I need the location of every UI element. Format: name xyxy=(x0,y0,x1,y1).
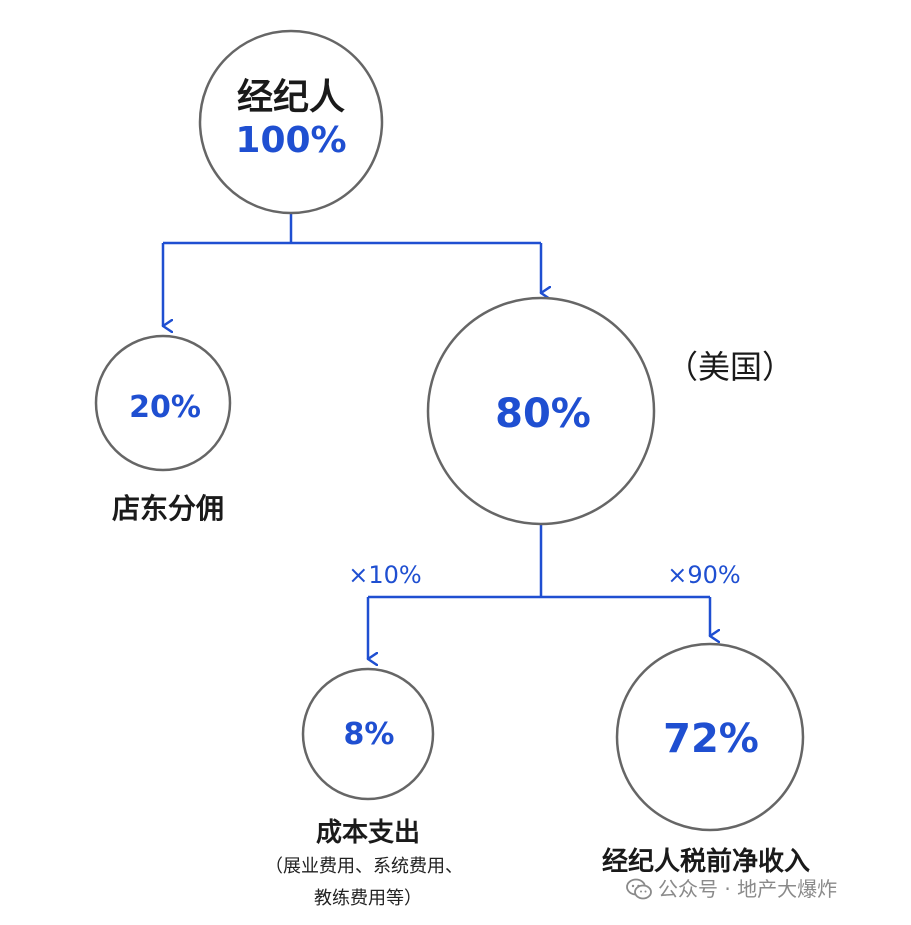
cost-detail-line1: （展业费用、系统费用、 xyxy=(265,856,463,877)
cost-caption: 成本支出 xyxy=(315,818,421,848)
cost-value: 8% xyxy=(343,717,395,752)
wechat-icon xyxy=(626,878,652,900)
cost-multiplier: ×10% xyxy=(348,561,422,589)
right-value: 80% xyxy=(495,391,591,437)
left-value: 20% xyxy=(129,390,201,425)
net-caption: 经纪人税前净收入 xyxy=(601,847,811,877)
right-circle xyxy=(426,296,656,526)
cost-detail-line2: 教练费用等） xyxy=(314,888,422,909)
watermark: 公众号 · 地产大爆炸 xyxy=(626,878,837,900)
cost-circle xyxy=(301,667,435,801)
watermark-text: 公众号 · 地产大爆炸 xyxy=(658,877,838,901)
root-label: 经纪人 xyxy=(236,77,346,118)
root-connectors xyxy=(161,213,541,326)
split-connectors xyxy=(366,525,710,659)
right-note: （美国） xyxy=(665,348,795,386)
root-circle xyxy=(198,29,384,215)
net-multiplier: ×90% xyxy=(667,561,741,589)
root-value: 100% xyxy=(235,120,347,161)
left-caption: 店东分佣 xyxy=(111,492,225,525)
net-circle xyxy=(615,642,805,832)
net-value: 72% xyxy=(663,716,759,762)
left-circle xyxy=(94,334,232,472)
